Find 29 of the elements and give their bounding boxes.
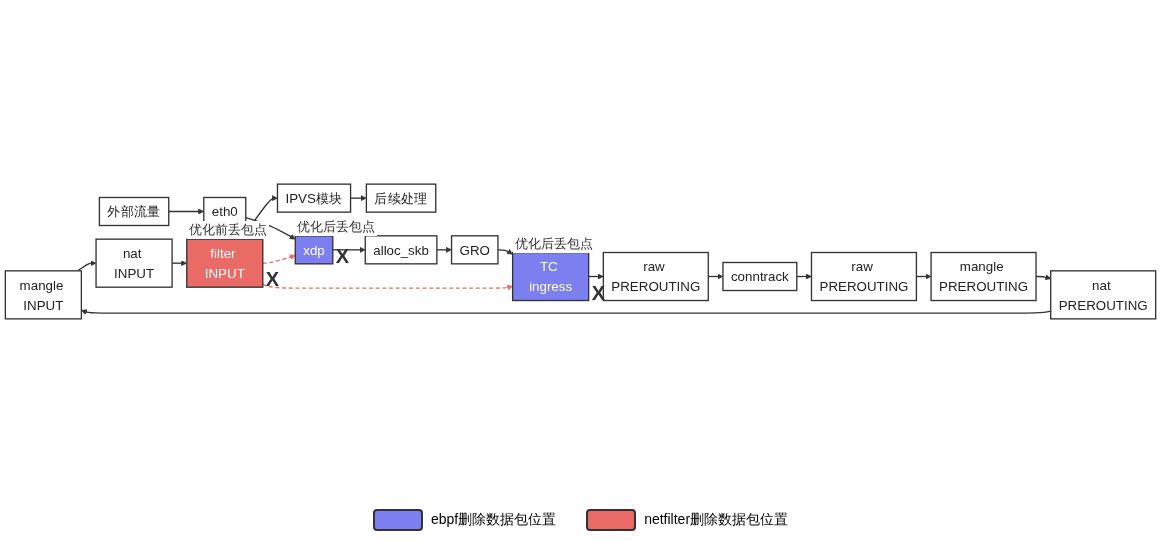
drop-mark: X: [335, 245, 350, 266]
arrow: [588, 273, 604, 280]
node-box: 后续处理: [365, 183, 437, 213]
annotation-text: 优化前丢包点: [186, 221, 269, 240]
node-box: GRO: [450, 235, 499, 265]
node-box: raw PREROUTING: [810, 251, 918, 302]
node-box: mangle PREROUTING: [930, 251, 1037, 302]
annotation-text: 优化后丢包点: [295, 217, 378, 236]
annotation-text: 优化后丢包点: [512, 234, 595, 253]
node-box: IPVS模块: [276, 183, 352, 213]
drop-mark: X: [265, 269, 280, 290]
node-box: TC ingress: [511, 251, 590, 302]
arrow: [796, 273, 812, 280]
arrow: [262, 254, 296, 264]
node-box: nat INPUT: [95, 238, 173, 288]
node-box: mangle INPUT: [4, 270, 83, 320]
arrow: [262, 283, 513, 291]
node-box: nat PREROUTING: [1050, 270, 1157, 320]
node-box: 外部流量: [98, 196, 170, 227]
legend-text: netfilter删除数据包位置: [644, 511, 789, 529]
arrow: [497, 248, 513, 255]
node-box: conntrack: [722, 261, 798, 292]
node-box: xdp: [294, 235, 334, 265]
node-box: filter INPUT: [186, 238, 264, 288]
node-box: alloc_skb: [364, 235, 438, 265]
arrow: [77, 260, 97, 272]
arrow: [332, 246, 366, 253]
arrow: [436, 246, 452, 253]
legend-text: ebpf删除数据包位置: [430, 511, 557, 529]
